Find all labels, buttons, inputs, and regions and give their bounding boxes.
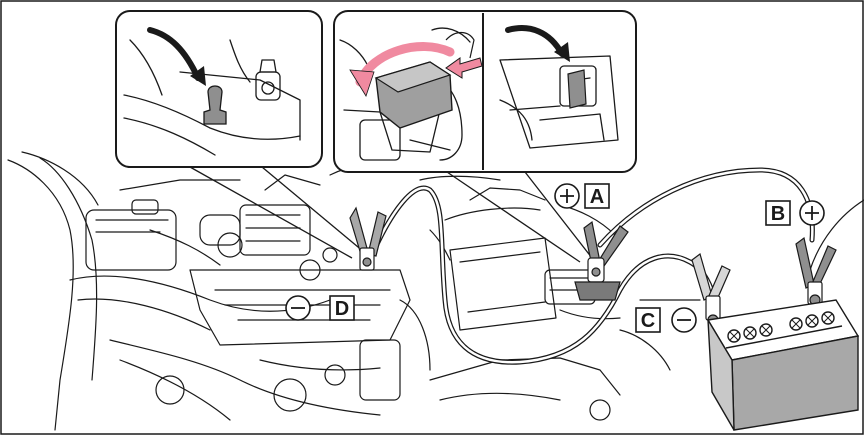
- label-a: A: [590, 186, 604, 208]
- detail-panel-fuse-cover: [334, 11, 636, 172]
- booster-battery: [708, 300, 858, 430]
- detail-panel-ground-stud: [116, 11, 322, 167]
- positive-terminal-tab: [568, 70, 586, 108]
- label-c: C: [641, 310, 655, 332]
- label-d: D: [335, 298, 349, 320]
- label-b: B: [771, 203, 785, 225]
